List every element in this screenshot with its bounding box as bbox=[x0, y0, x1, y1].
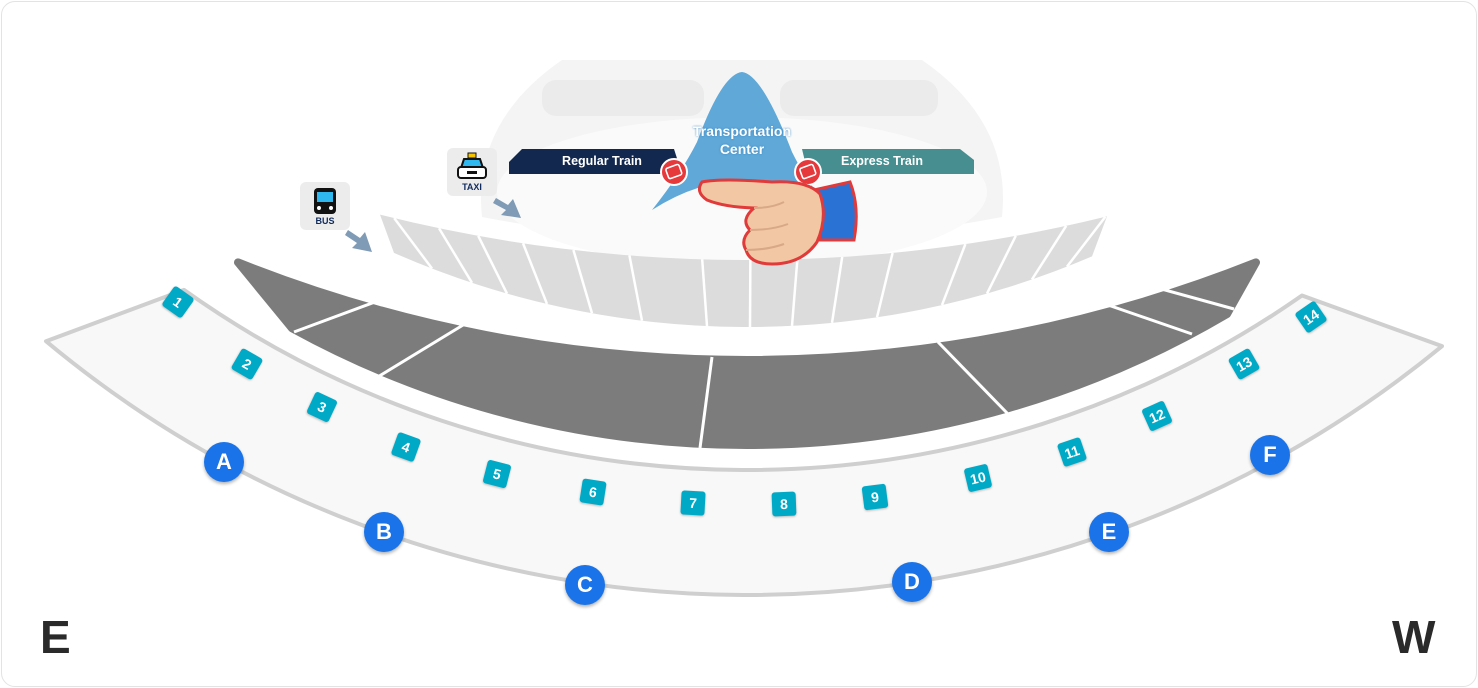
compass-east: E bbox=[40, 611, 71, 663]
label-line: Transportation bbox=[692, 123, 791, 139]
ticket-icon bbox=[660, 158, 688, 186]
check-in-area-e[interactable]: E bbox=[1089, 512, 1129, 552]
pier-area bbox=[380, 214, 1107, 327]
concourse-dividers bbox=[293, 274, 1235, 449]
pier-divider bbox=[830, 256, 844, 324]
pier-divider bbox=[477, 235, 509, 295]
pier-divider bbox=[700, 259, 709, 327]
taxi-arrow-icon bbox=[493, 198, 521, 218]
bus-stop-button[interactable]: BUS bbox=[300, 182, 350, 230]
transportation-center-shape bbox=[652, 72, 837, 210]
pier-divider bbox=[790, 259, 799, 326]
regular-train-bar bbox=[509, 149, 682, 174]
gate-marker-8[interactable]: 8 bbox=[771, 491, 797, 517]
pier-divider bbox=[521, 242, 549, 305]
pier-divider bbox=[940, 243, 967, 306]
platform-left bbox=[542, 80, 704, 116]
express-train-bar bbox=[802, 149, 974, 174]
ticket-icon bbox=[794, 158, 822, 186]
gate-marker-9[interactable]: 9 bbox=[861, 483, 889, 511]
check-in-area-b[interactable]: B bbox=[364, 512, 404, 552]
regular-train-label[interactable]: Regular Train bbox=[562, 154, 642, 168]
label-line: Center bbox=[719, 141, 765, 157]
pier-divider bbox=[572, 249, 594, 314]
gate-marker-7[interactable]: 7 bbox=[680, 490, 706, 516]
check-in-area-c[interactable]: C bbox=[565, 565, 605, 605]
bus-label: BUS bbox=[315, 216, 335, 226]
check-in-area-a[interactable]: A bbox=[204, 442, 244, 482]
taxi-label: TAXI bbox=[462, 182, 482, 192]
transportation-center-label: Transportation Center bbox=[672, 122, 812, 158]
platform-right bbox=[780, 80, 938, 116]
pier-divider bbox=[875, 252, 894, 318]
taxi-stand-button[interactable]: TAXI bbox=[447, 148, 497, 196]
pointing-hand-icon bbox=[697, 178, 858, 266]
pier-divider bbox=[1066, 216, 1107, 268]
pier-divider bbox=[437, 227, 474, 284]
check-in-area-d[interactable]: D bbox=[892, 562, 932, 602]
compass-west: W bbox=[1392, 611, 1436, 663]
bus-icon bbox=[314, 188, 336, 214]
pier-divider bbox=[393, 217, 433, 270]
express-train-label[interactable]: Express Train bbox=[841, 154, 923, 168]
pier-dividers bbox=[393, 216, 1107, 328]
taxi-icon bbox=[457, 152, 487, 179]
bus-arrow-icon bbox=[345, 230, 372, 252]
concourse-area bbox=[234, 258, 1260, 449]
check-in-area-f[interactable]: F bbox=[1250, 435, 1290, 475]
pier-divider bbox=[1030, 225, 1068, 281]
gate-marker-6[interactable]: 6 bbox=[579, 478, 607, 506]
pier-divider bbox=[628, 255, 644, 321]
pier-divider bbox=[985, 235, 1017, 295]
